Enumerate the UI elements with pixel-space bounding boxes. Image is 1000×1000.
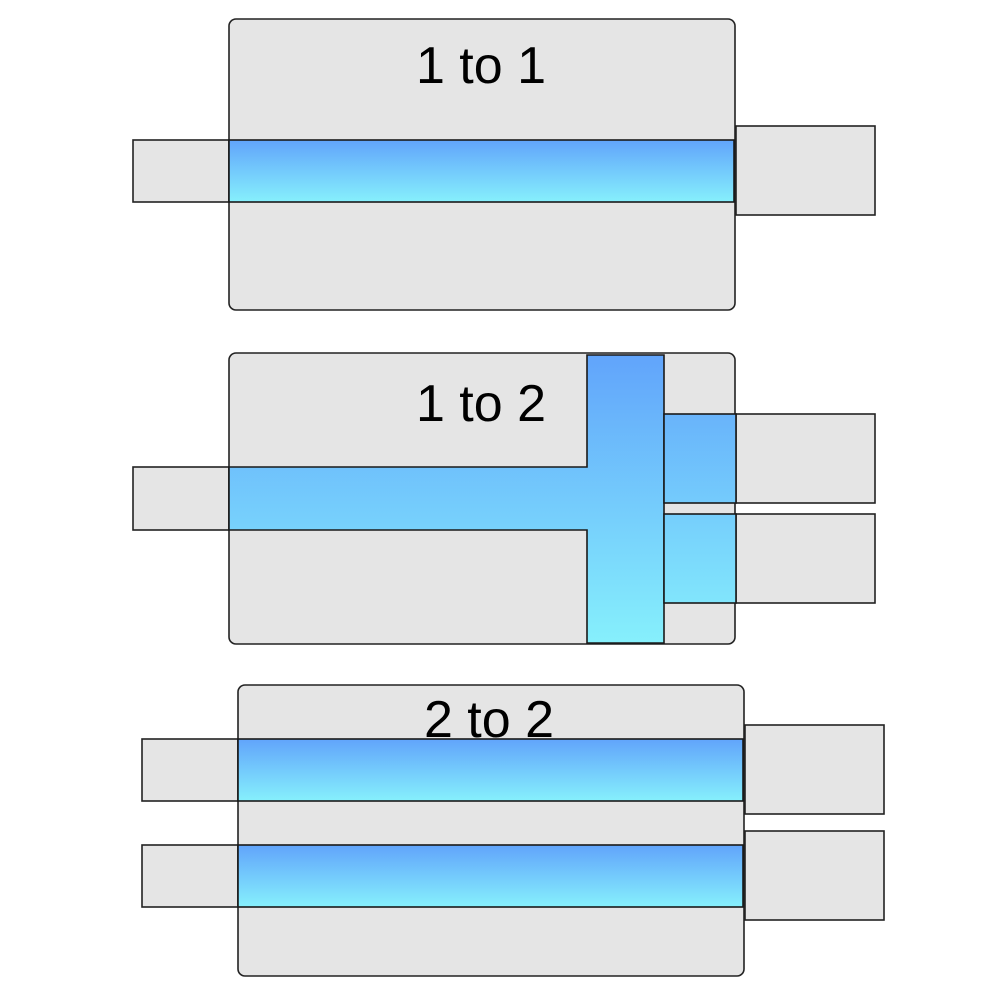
panel-label: 1 to 2	[416, 375, 546, 433]
output-port-box-lower	[744, 830, 885, 921]
panel-one-to-two: 1 to 2	[132, 352, 876, 645]
panel-two-to-two: 2 to 2	[141, 684, 885, 977]
output-port-box	[735, 125, 876, 216]
fiber-channel-lower	[237, 844, 744, 908]
input-port-box	[132, 466, 230, 531]
output-port-box-upper	[744, 724, 885, 815]
output-port-box-lower	[735, 513, 876, 604]
panel-one-to-one: 1 to 1	[132, 18, 876, 311]
splitter-channel	[228, 354, 665, 644]
fiber-channel	[228, 139, 735, 203]
fiber-channel-upper	[237, 738, 744, 802]
input-port-box-lower	[141, 844, 239, 908]
panel-label: 1 to 1	[416, 37, 546, 95]
input-port-box	[132, 139, 230, 203]
input-port-box-upper	[141, 738, 239, 802]
output-port-box-upper	[735, 413, 876, 504]
output-channel-lower	[663, 513, 737, 604]
output-channel-upper	[663, 413, 737, 504]
